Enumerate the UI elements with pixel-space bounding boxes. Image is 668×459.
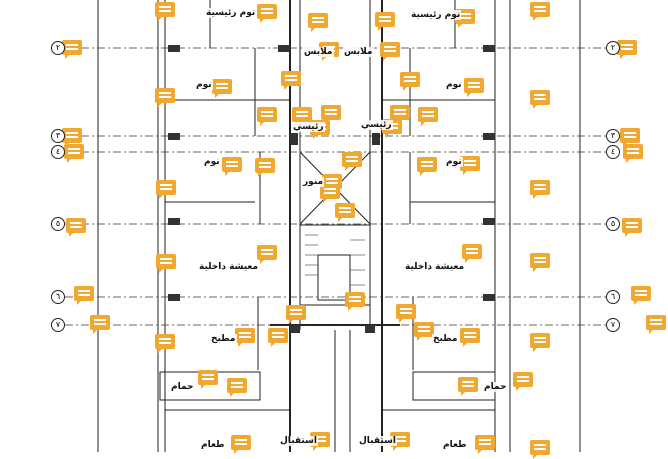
comment-icon[interactable] [530, 2, 550, 21]
room-label: معيشة داخلية [198, 262, 260, 272]
room-label: منور [302, 177, 325, 187]
comment-icon[interactable] [66, 218, 86, 237]
comment-icon[interactable] [390, 105, 410, 124]
room-label: نوم رئيسية [205, 8, 257, 18]
grid-axis-marker: ٣ [51, 129, 65, 143]
grid-axis-marker: ٥ [51, 217, 65, 231]
comment-icon[interactable] [414, 322, 434, 341]
comment-icon[interactable] [321, 105, 341, 124]
room-label: رئيسي [292, 122, 325, 132]
comment-icon[interactable] [257, 245, 277, 264]
comment-icon[interactable] [631, 286, 651, 305]
room-label: طعام [442, 440, 468, 450]
comment-icon[interactable] [460, 328, 480, 347]
room-label: طعام [200, 440, 226, 450]
comment-icon[interactable] [231, 435, 251, 454]
grid-axis-marker: ٦ [51, 290, 65, 304]
grid-axis-marker: ٦ [606, 290, 620, 304]
comment-icon[interactable] [155, 334, 175, 353]
comment-icon[interactable] [462, 244, 482, 263]
comment-icon[interactable] [530, 440, 550, 459]
comment-icon[interactable] [155, 2, 175, 21]
room-label: حمام [483, 382, 508, 392]
comment-icon[interactable] [475, 435, 495, 454]
comment-icon[interactable] [257, 4, 277, 23]
comment-icon[interactable] [620, 128, 640, 147]
comment-icon[interactable] [212, 79, 232, 98]
comment-icon[interactable] [257, 107, 277, 126]
comment-icon[interactable] [268, 328, 288, 347]
room-label: نوم رئيسية [410, 10, 462, 20]
room-label: مطبخ [210, 334, 237, 344]
grid-axis-marker: ٢ [606, 41, 620, 55]
comment-icon[interactable] [530, 253, 550, 272]
room-label: نوم [195, 80, 213, 90]
comment-icon[interactable] [623, 144, 643, 163]
room-label: نوم [203, 157, 221, 167]
room-label: ملابس [303, 47, 334, 57]
comment-icon[interactable] [64, 144, 84, 163]
grid-axis-marker: ٤ [51, 145, 65, 159]
room-label: استقبال [358, 436, 397, 446]
comment-icon[interactable] [222, 157, 242, 176]
comment-icon[interactable] [530, 90, 550, 109]
grid-axis-marker: ٧ [606, 318, 620, 332]
comment-icon[interactable] [458, 377, 478, 396]
comment-icon[interactable] [622, 218, 642, 237]
comment-icon[interactable] [646, 315, 666, 334]
comment-icon[interactable] [375, 12, 395, 31]
comment-icon[interactable] [617, 40, 637, 59]
room-label: حمام [170, 382, 195, 392]
grid-axis-marker: ٢ [51, 41, 65, 55]
comment-icon[interactable] [530, 333, 550, 352]
comment-icon[interactable] [464, 78, 484, 97]
comment-icon[interactable] [400, 72, 420, 91]
room-label: معيشة داخلية [404, 262, 466, 272]
comment-icon[interactable] [513, 372, 533, 391]
grid-axis-marker: ٤ [606, 145, 620, 159]
room-label: استقبال [279, 436, 318, 446]
comment-icon[interactable] [156, 254, 176, 273]
room-label: مطبخ [432, 334, 459, 344]
comment-icon[interactable] [227, 378, 247, 397]
comment-icon[interactable] [255, 158, 275, 177]
grid-axis-marker: ٥ [606, 217, 620, 231]
comment-icon[interactable] [460, 156, 480, 175]
comment-icon[interactable] [320, 184, 340, 203]
comment-icon[interactable] [417, 157, 437, 176]
comment-icon[interactable] [292, 107, 312, 126]
comment-icon[interactable] [530, 180, 550, 199]
room-label: نوم [445, 157, 463, 167]
room-label: ملابس [343, 47, 374, 57]
comment-icon[interactable] [335, 203, 355, 222]
grid-axis-marker: ٣ [606, 129, 620, 143]
comment-icon[interactable] [156, 180, 176, 199]
comment-icon[interactable] [380, 42, 400, 61]
comment-icon[interactable] [345, 292, 365, 311]
comment-icon[interactable] [62, 40, 82, 59]
comment-icon[interactable] [281, 71, 301, 90]
comment-icon[interactable] [90, 315, 110, 334]
comment-icon[interactable] [74, 286, 94, 305]
comment-icon[interactable] [396, 304, 416, 323]
comment-icon[interactable] [286, 305, 306, 324]
comment-icon[interactable] [198, 370, 218, 389]
comment-icon[interactable] [342, 152, 362, 171]
comment-icon[interactable] [155, 88, 175, 107]
grid-axis-marker: ٧ [51, 318, 65, 332]
room-label: رئيسي [360, 120, 393, 130]
room-label: نوم [445, 80, 463, 90]
comment-icon[interactable] [235, 328, 255, 347]
comment-icon[interactable] [418, 107, 438, 126]
comment-icon[interactable] [308, 13, 328, 32]
comment-icon[interactable] [62, 128, 82, 147]
